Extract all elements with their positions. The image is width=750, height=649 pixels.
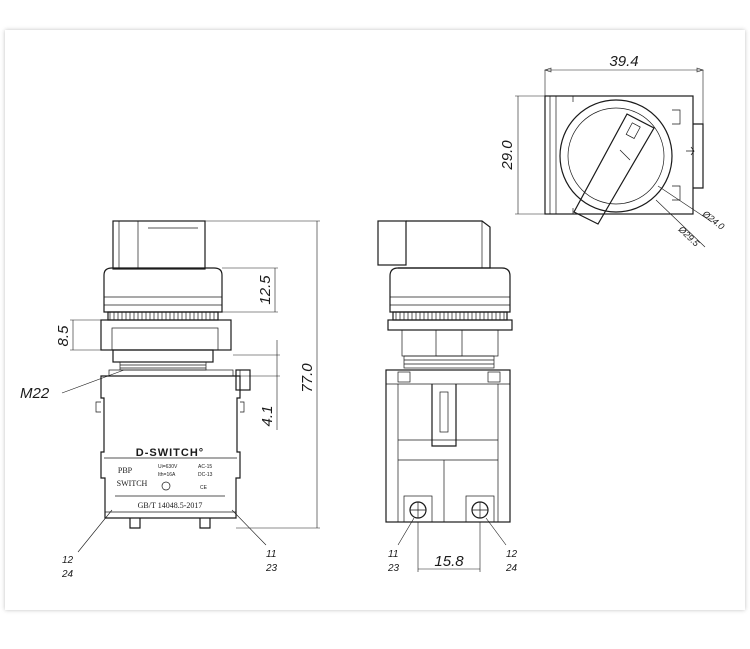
- front-view: D-SWITCH° PBP SWITCH Ui=630V Ith=16A AC-…: [20, 220, 320, 580]
- front-body: [100, 375, 241, 519]
- side-plunger: [431, 384, 457, 447]
- side-cap: [389, 267, 511, 313]
- brand-label: D-SWITCH°: [136, 447, 204, 459]
- dim-total-height: 77.0: [299, 363, 316, 393]
- side-body: [385, 369, 511, 523]
- spec-dc: DC-13: [198, 472, 213, 478]
- front-flange: [100, 319, 232, 351]
- model-line1: PBP: [118, 466, 133, 475]
- side-term-right-bottom: 24: [505, 563, 518, 574]
- model-line2: SWITCH: [117, 479, 148, 488]
- ce-mark: CE: [200, 485, 208, 491]
- dim-dia-outer: Ø29.5: [676, 224, 702, 250]
- front-term-left-top: 12: [62, 555, 74, 566]
- knob-inner-circle: [567, 107, 665, 205]
- side-term-left-top: 11: [388, 549, 398, 560]
- spec-ith: Ith=16A: [158, 472, 176, 478]
- dim-dia-inner: Ø24.0: [700, 208, 726, 232]
- front-side-screw: [235, 369, 251, 391]
- spec-ac: AC-15: [198, 464, 212, 470]
- spec-ui: Ui=630V: [158, 464, 178, 470]
- ccc-mark-icon: [161, 481, 171, 491]
- front-term-right-top: 11: [266, 549, 276, 560]
- dim-ring-height: 8.5: [55, 325, 72, 347]
- side-view: 15.8 11 23 12 24: [377, 220, 518, 574]
- front-cap: [103, 267, 223, 313]
- front-knurled-ring: [107, 311, 219, 321]
- side-knurled-ring: [392, 311, 508, 321]
- top-view: 39.4 29.0 Ø24.0 Ø29.5: [499, 53, 726, 249]
- front-nut: [112, 349, 214, 363]
- side-flange: [387, 319, 513, 331]
- front-term-left-bottom: 24: [61, 569, 74, 580]
- dim-height-top: 29.0: [499, 140, 516, 171]
- side-lever-top: [398, 220, 491, 269]
- side-lever: [377, 220, 407, 266]
- front-lever: [112, 220, 206, 270]
- side-term-left-bottom: 23: [387, 563, 400, 574]
- dim-width-top: 39.4: [609, 53, 638, 70]
- dim-terminal-spacing: 15.8: [434, 553, 464, 570]
- standard-label: GB/T 14048.5-2017: [138, 501, 203, 510]
- dim-cap-height: 12.5: [257, 275, 274, 305]
- dim-body-offset: 4.1: [259, 406, 276, 427]
- knob-lever: [573, 113, 655, 225]
- knob-outer-circle: [559, 99, 673, 213]
- dim-thread: M22: [20, 385, 50, 402]
- top-view-base: [544, 95, 694, 215]
- front-term-right-bottom: 23: [265, 563, 278, 574]
- side-term-right-top: 12: [506, 549, 518, 560]
